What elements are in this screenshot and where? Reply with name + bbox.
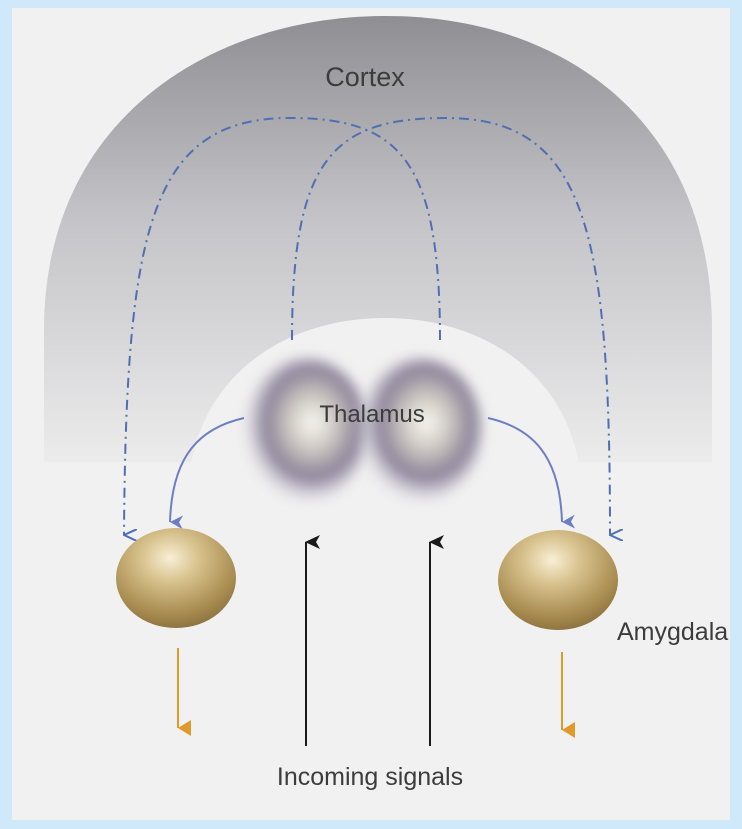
thalamus-label: Thalamus — [319, 401, 424, 428]
cortex-label: Cortex — [325, 62, 405, 92]
thalamus-right-lobe — [358, 358, 482, 502]
amygdala-label: Amygdala — [617, 618, 728, 646]
thalamus-left-lobe — [244, 358, 368, 502]
incoming-signals-label: Incoming signals — [277, 763, 463, 791]
amygdala-right — [498, 530, 618, 630]
amygdala-left — [116, 528, 236, 628]
